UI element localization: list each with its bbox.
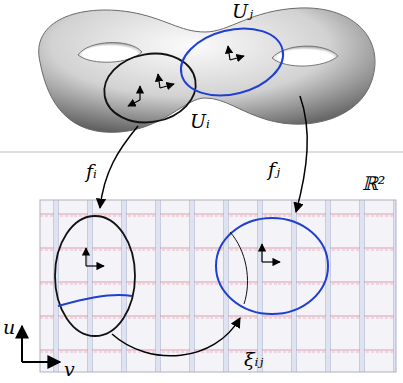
chart-name: Uᵢ	[190, 112, 210, 131]
chart-ellipse	[174, 18, 290, 105]
axis-name: u	[3, 318, 15, 337]
overlap-boundary	[58, 295, 132, 306]
transition-arrow	[112, 318, 240, 356]
frame-axes	[86, 244, 280, 266]
axis-arrow	[21, 326, 23, 362]
map-name: fⱼ	[268, 160, 280, 179]
chart-image	[216, 218, 328, 314]
chart-name: Uⱼ	[232, 2, 253, 21]
map-arrow	[100, 126, 138, 208]
map-name: fᵢ	[86, 162, 97, 181]
chart-image	[55, 216, 135, 336]
map-arrow	[296, 96, 307, 212]
double-torus	[39, 8, 375, 132]
transition-name: ξᵢⱼ	[244, 350, 263, 369]
plane-grid	[40, 200, 396, 372]
separator-line	[0, 152, 403, 153]
axis-arrow	[22, 361, 60, 363]
chart-ellipse	[99, 47, 201, 130]
torus-hole	[78, 43, 142, 63]
overlap-boundary	[230, 232, 248, 304]
frame-axes	[128, 46, 244, 106]
space-name: ℝ²	[362, 174, 385, 193]
axis-name: v	[64, 360, 75, 379]
